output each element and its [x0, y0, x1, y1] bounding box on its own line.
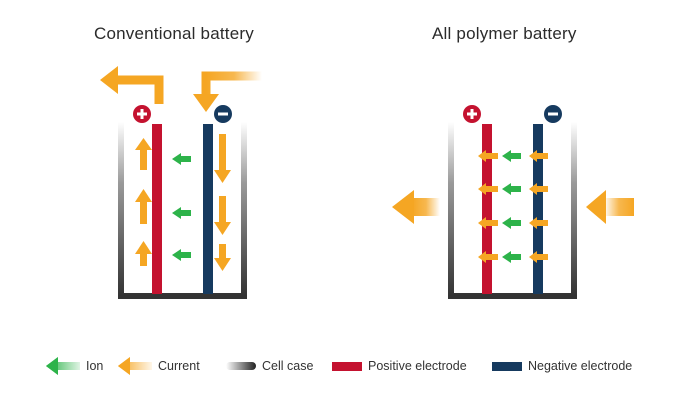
- polymer-battery: [392, 105, 634, 299]
- minus-circle-icon: [544, 105, 562, 123]
- conventional-current-out-arrow: [100, 66, 164, 104]
- conventional-current-in-arrow: [193, 71, 262, 112]
- cell-case-swatch: [226, 362, 256, 370]
- legend: Ion Current Cell case Positive electrode…: [0, 351, 696, 381]
- legend-label-cell-case: Cell case: [262, 359, 314, 373]
- polymer-battery-title: All polymer battery: [432, 24, 577, 43]
- conventional-battery: [100, 66, 262, 299]
- legend-label-negative: Negative electrode: [528, 359, 633, 373]
- legend-item-ion: Ion: [46, 351, 103, 381]
- polymer-cell-case: [448, 122, 577, 299]
- conventional-positive-electrode: [152, 124, 162, 294]
- plus-circle-icon: [133, 105, 151, 123]
- legend-label-current: Current: [158, 359, 200, 373]
- conventional-negative-electrode: [203, 124, 213, 294]
- legend-item-current: Current: [118, 351, 200, 381]
- legend-item-negative: Negative electrode: [492, 351, 632, 381]
- polymer-current-arrows: [478, 150, 548, 263]
- polymer-current-out-arrow: [392, 190, 440, 224]
- ion-arrow-icon: [46, 357, 80, 375]
- conventional-battery-title: Conventional battery: [94, 24, 254, 43]
- legend-item-positive: Positive electrode: [332, 351, 467, 381]
- negative-electrode-swatch: [492, 362, 522, 371]
- minus-circle-icon: [214, 105, 232, 123]
- plus-circle-icon: [463, 105, 481, 123]
- conventional-ion-arrows: [172, 153, 191, 261]
- polymer-ion-arrows: [502, 150, 521, 263]
- legend-item-cell-case: Cell case: [226, 351, 313, 381]
- polymer-negative-electrode: [533, 124, 543, 294]
- current-arrow-icon: [118, 357, 152, 375]
- polymer-current-in-arrow: [586, 190, 634, 224]
- legend-label-ion: Ion: [86, 359, 104, 373]
- conventional-cell-case: [118, 122, 247, 299]
- legend-label-positive: Positive electrode: [368, 359, 467, 373]
- polymer-positive-electrode: [482, 124, 492, 294]
- conventional-internal-current-up: [135, 138, 152, 266]
- positive-electrode-swatch: [332, 362, 362, 371]
- conventional-internal-current-down: [214, 134, 231, 271]
